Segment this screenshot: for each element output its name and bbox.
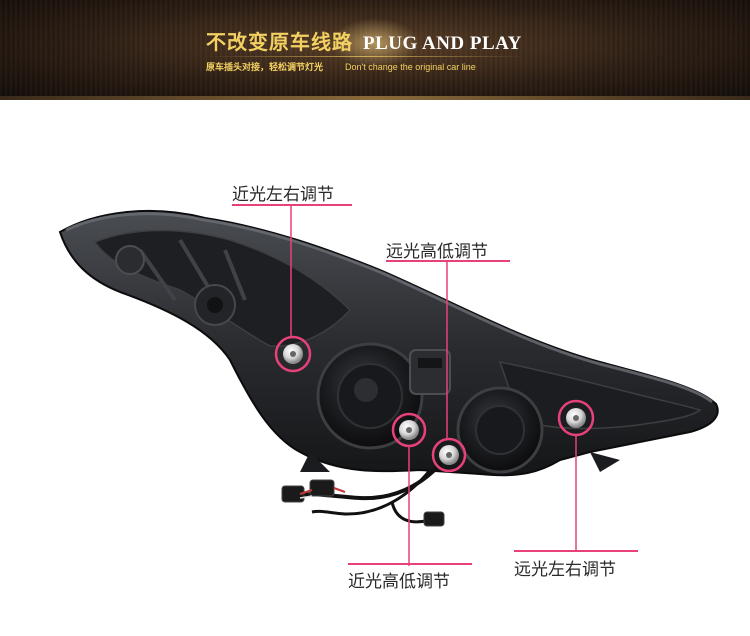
banner-subtitle-en: Don't change the original car line	[345, 62, 476, 72]
adjuster-low-beam-lr	[274, 335, 312, 373]
banner-title-cn: 不改变原车线路	[206, 30, 353, 54]
banner-title: 不改变原车线路 PLUG AND PLAY	[206, 26, 522, 56]
callout-low-beam-lr: 近光左右调节	[232, 185, 334, 205]
banner-divider	[206, 56, 524, 57]
headlight-illustration	[58, 204, 719, 566]
callout-high-beam-ud-underline	[386, 260, 510, 262]
banner-subtitle: 原车插头对接，轻松调节灯光 Don't change the original …	[206, 60, 476, 73]
callout-leader-lines	[290, 204, 577, 566]
wiring-harness	[281, 450, 452, 527]
callout-low-beam-ud-overline	[348, 563, 472, 565]
callout-high-beam-lr: 远光左右调节	[514, 560, 616, 580]
callout-low-beam-lr-underline	[232, 204, 352, 206]
header-banner: 不改变原车线路 PLUG AND PLAY 原车插头对接，轻松调节灯光 Don'…	[0, 0, 750, 100]
callout-high-beam-ud: 远光高低调节	[386, 242, 488, 262]
banner-title-en: PLUG AND PLAY	[363, 33, 522, 54]
headlight-photo	[0, 100, 750, 636]
adjuster-low-beam-ud	[431, 437, 467, 473]
callout-low-beam-ud: 近光高低调节	[348, 572, 450, 592]
banner-bottom-rule	[0, 96, 750, 100]
banner-subtitle-cn: 原车插头对接，轻松调节灯光	[206, 63, 324, 73]
headlight-housing	[58, 210, 719, 477]
callout-high-beam-lr-overline	[514, 550, 638, 552]
banner-glow	[330, 18, 420, 68]
